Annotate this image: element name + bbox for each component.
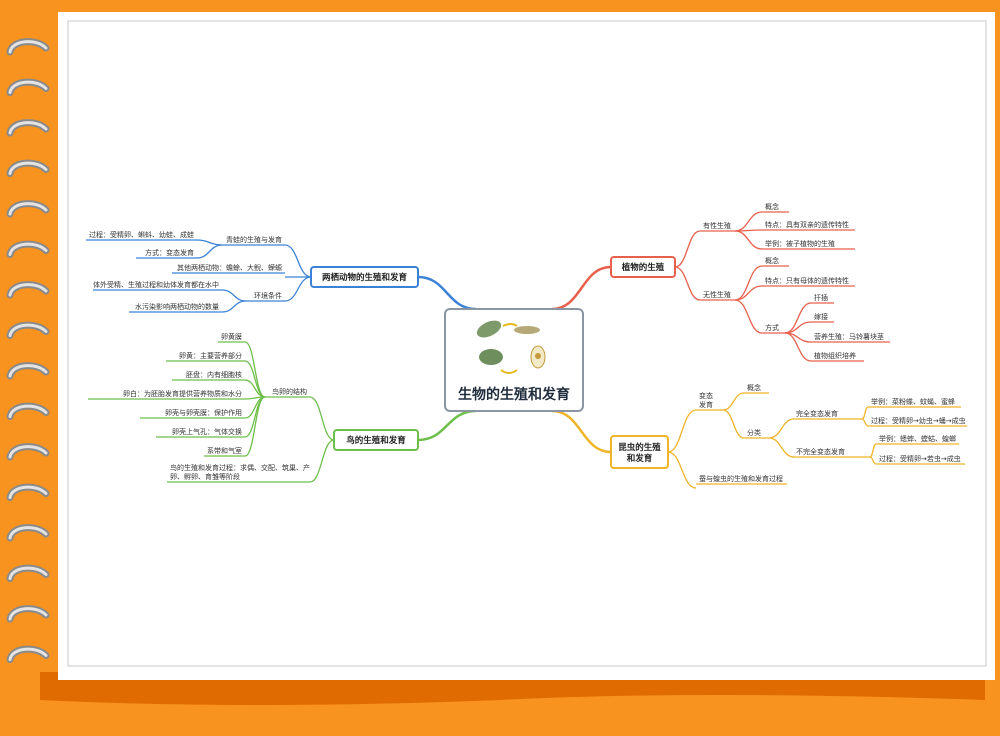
plant-asexual-item[interactable]: 概念 xyxy=(765,256,779,265)
binding-ring xyxy=(6,605,50,623)
svg-text:鸟的生殖和发育: 鸟的生殖和发育 xyxy=(346,435,406,446)
connector xyxy=(667,409,697,453)
center-title: 生物的生殖和发育 xyxy=(458,386,570,403)
connector xyxy=(722,409,745,439)
egg-structure-item[interactable]: 卵黄：主要营养部分 xyxy=(179,351,242,360)
branch-node-insects[interactable]: 昆虫的生殖和发育 xyxy=(610,435,669,469)
complete-metamorphosis-node[interactable]: 完全变态发育 xyxy=(796,409,838,418)
egg-structure-item[interactable]: 系带和气室 xyxy=(207,446,242,455)
plant-sexual-item[interactable]: 特点：具有双亲的遗传特性 xyxy=(765,220,849,229)
asexual-reproduction-node[interactable]: 无性生殖 xyxy=(703,290,731,299)
frog-item[interactable]: 方式：变态发育 xyxy=(145,248,194,257)
plant-sexual-item[interactable]: 概念 xyxy=(765,202,779,211)
connector xyxy=(869,456,877,465)
incomplete-metamorphosis-item[interactable]: 过程：受精卵→若虫→成虫 xyxy=(879,454,961,463)
branch-node-plants[interactable]: 植物的生殖 xyxy=(610,256,676,278)
binding-ring xyxy=(6,321,50,339)
connector xyxy=(244,360,266,398)
plant-asexual-item[interactable]: 特点：只有母体的遗传特性 xyxy=(765,276,849,285)
notebook-shadow xyxy=(40,672,985,705)
binding-ring xyxy=(6,645,50,663)
egg-structure-item[interactable]: 卵白：为胚胎发育提供营养物质和水分 xyxy=(123,389,242,398)
binding-ring xyxy=(6,362,50,380)
branch-node-amphibians[interactable]: 两栖动物的生殖和发育 xyxy=(310,266,419,288)
connector xyxy=(768,437,795,458)
propagation-methods-node[interactable]: 方式 xyxy=(765,323,779,332)
connector xyxy=(244,396,266,457)
plant-sexual-item[interactable]: 举例：被子植物的生殖 xyxy=(765,239,835,248)
connector xyxy=(674,230,701,268)
binding-ring xyxy=(6,402,50,420)
egg-structure-item[interactable]: 卵壳与卵壳膜：保护作用 xyxy=(165,408,242,417)
binding-ring xyxy=(6,524,50,542)
environment-node[interactable]: 环境条件 xyxy=(254,291,282,300)
complete-metamorphosis-item[interactable]: 举例：菜粉蝶、蚊蝇、蜜蜂 xyxy=(871,397,955,406)
frog-node[interactable]: 青蛙的生殖与发育 xyxy=(226,235,282,244)
binding-ring xyxy=(6,564,50,582)
connector xyxy=(309,396,335,441)
connector xyxy=(861,418,869,427)
environment-item[interactable]: 水污染影响两栖动物的数量 xyxy=(135,302,219,311)
spiral-binding xyxy=(6,38,50,663)
connector xyxy=(284,244,312,278)
connector xyxy=(309,439,335,483)
silkworm-locust-node[interactable]: 蚕与蝗虫的生殖和发育过程 xyxy=(699,474,783,483)
binding-ring xyxy=(6,38,50,56)
frog-item[interactable]: 过程：受精卵、蝌蚪、幼蛙、成蛙 xyxy=(89,230,194,239)
svg-text:两栖动物的生殖和发育: 两栖动物的生殖和发育 xyxy=(322,272,408,283)
incomplete-metamorphosis-node[interactable]: 不完全变态发育 xyxy=(796,447,845,456)
binding-ring xyxy=(6,483,50,501)
propagation-method-item[interactable]: 营养生殖：马铃薯块茎 xyxy=(814,332,884,341)
connector xyxy=(784,332,812,362)
connector xyxy=(196,244,223,259)
svg-text:昆虫的生殖和发育: 昆虫的生殖和发育 xyxy=(618,442,661,464)
center-node[interactable]: 生物的生殖和发育 xyxy=(444,308,584,412)
propagation-method-item[interactable]: 嫁接 xyxy=(814,312,828,321)
environment-item[interactable]: 体外受精、生殖过程和幼体发育都在水中 xyxy=(93,280,219,289)
binding-ring xyxy=(6,159,50,177)
connector xyxy=(734,230,763,250)
connector xyxy=(768,418,795,439)
metamorphosis-concept[interactable]: 概念 xyxy=(747,383,761,392)
connector xyxy=(284,276,312,302)
breeding-process-node[interactable]: 鸟的生殖和发育过程：求偶、交配、筑巢、产卵、孵卵、育雏等阶段 xyxy=(170,463,310,481)
egg-structure-item[interactable]: 卵黄膜 xyxy=(221,332,242,341)
binding-ring xyxy=(6,78,50,96)
connector xyxy=(674,266,701,301)
egg-structure-item[interactable]: 卵壳上气孔：气体交换 xyxy=(172,427,242,436)
connector xyxy=(667,451,697,489)
connector xyxy=(734,285,763,301)
binding-ring xyxy=(6,281,50,299)
egg-structure-node[interactable]: 鸟卵的结构 xyxy=(272,387,307,396)
propagation-method-item[interactable]: 扦插 xyxy=(814,293,828,302)
classification-node[interactable]: 分类 xyxy=(747,428,761,437)
svg-text:植物的生殖: 植物的生殖 xyxy=(621,262,665,273)
life-cycle-illustration xyxy=(476,320,546,374)
connector xyxy=(221,300,247,313)
branch-node-birds[interactable]: 鸟的生殖和发育 xyxy=(333,429,419,451)
connector xyxy=(734,299,763,334)
binding-ring xyxy=(6,443,50,461)
complete-metamorphosis-item[interactable]: 过程：受精卵→幼虫→蛹→成虫 xyxy=(871,416,966,425)
connector xyxy=(734,265,763,301)
other-amphibians-node[interactable]: 其他两栖动物：蟾蜍、大鲵、蝾螈 xyxy=(177,263,282,272)
sexual-reproduction-node[interactable]: 有性生殖 xyxy=(703,221,731,230)
connector xyxy=(551,409,612,454)
metamorphosis-node[interactable]: 变态发育 xyxy=(699,391,713,409)
connector xyxy=(551,265,612,311)
binding-ring xyxy=(6,200,50,218)
binding-ring xyxy=(6,240,50,258)
propagation-method-item[interactable]: 植物组织培养 xyxy=(814,351,856,360)
binding-ring xyxy=(6,119,50,137)
egg-structure-item[interactable]: 胚盘：内有细胞核 xyxy=(186,370,242,379)
incomplete-metamorphosis-item[interactable]: 举例：蟋蟀、螳蛄、蝗螂 xyxy=(879,434,956,443)
connector xyxy=(722,392,745,411)
